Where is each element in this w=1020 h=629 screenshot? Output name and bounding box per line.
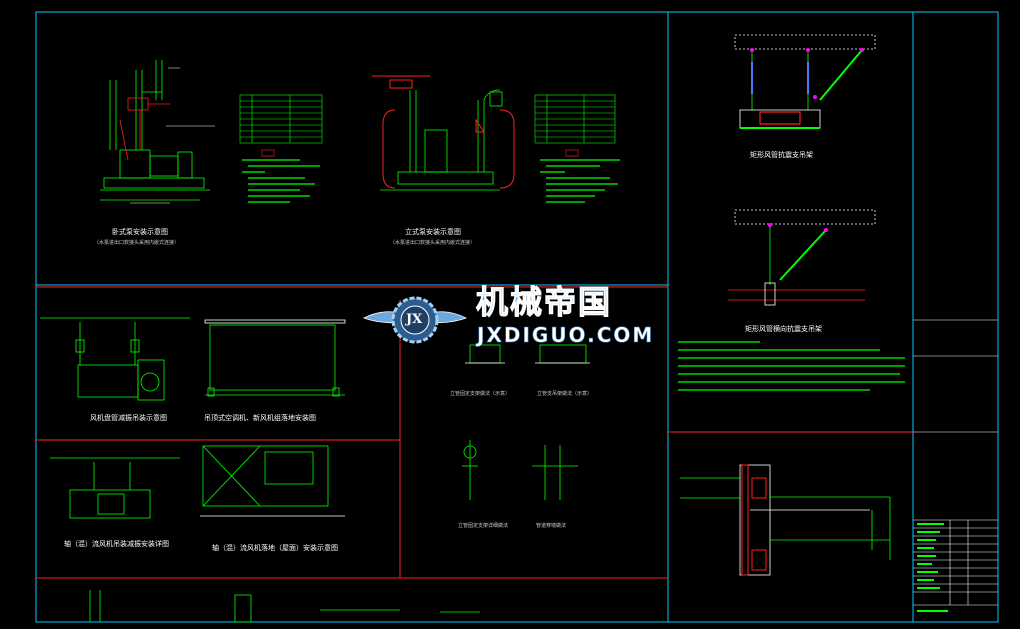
jxdiguo-watermark	[362, 296, 468, 344]
title-riser-support: 立管支吊架做法（示意）	[537, 391, 593, 397]
title-duct-support-1: 矩形风管抗震支吊架	[750, 151, 813, 159]
watermark-badge: JX	[406, 312, 423, 327]
title-axial-fan-floor: 轴（混）流风机落地（屋面）安装示意图	[212, 544, 338, 552]
duct-support-notes	[678, 341, 905, 391]
zone-separators	[36, 286, 913, 579]
notes-1	[242, 159, 320, 203]
title-axial-fan-hang: 轴（混）流风机吊装减振安装详图	[64, 540, 169, 548]
title-ahu-floor: 吊顶式空调机、新风机组落地安装图	[204, 414, 316, 422]
winged-badge-icon	[362, 296, 468, 344]
title-block	[913, 319, 998, 606]
title-riser-clamp: 立管固定支架详细做法	[458, 523, 509, 529]
wall-sleeve-detail	[680, 464, 891, 576]
title-horizontal-pump: 卧式泵安装示意图	[112, 228, 168, 236]
duct-support-1-blue	[751, 62, 809, 94]
ahu-floor	[204, 319, 346, 397]
title-riser-fixed: 立管固定支架做法（示意）	[450, 391, 511, 397]
title-fan-coil-hang: 风机盘管减振吊装示意图	[90, 414, 167, 422]
duct-support-2-nodes	[768, 223, 828, 232]
legend-table-2	[534, 94, 616, 157]
subtitle-horizontal-pump: （水泵进出口软接头采用内嵌式连接）	[94, 240, 180, 246]
axial-fan-hang	[50, 457, 180, 519]
subtitle-vertical-pump: （水泵进出口软接头采用内嵌式连接）	[390, 240, 476, 246]
wall-sleeve-hatch	[741, 464, 767, 576]
fan-coil-hang	[40, 317, 190, 401]
vertical-pump-callouts	[372, 75, 515, 189]
horizontal-pump-drawing	[100, 60, 210, 201]
duct-support-1	[734, 34, 876, 129]
watermark-brand: 机械帝国	[475, 283, 613, 321]
title-pipe-sleeve: 管道穿墙做法	[536, 523, 567, 529]
title-duct-support-2: 矩形风管横向抗震支吊架	[745, 325, 822, 333]
legend-table-1	[239, 94, 323, 157]
title-block-marks	[917, 523, 948, 612]
horizontal-pump-callouts	[119, 97, 170, 161]
notes-2	[540, 159, 620, 203]
axial-fan-floor	[200, 445, 345, 517]
title-vertical-pump: 立式泵安装示意图	[405, 228, 461, 236]
sheet-frame	[35, 11, 999, 623]
watermark-site: JXDIGUO.COM	[477, 323, 655, 347]
vertical-pump-drawing	[380, 89, 503, 191]
horizontal-pump-labels	[130, 67, 215, 204]
duct-support-1-nodes	[750, 48, 864, 99]
riser-details	[462, 344, 590, 500]
bottom-partials	[89, 590, 480, 623]
duct-support-2	[728, 209, 876, 306]
